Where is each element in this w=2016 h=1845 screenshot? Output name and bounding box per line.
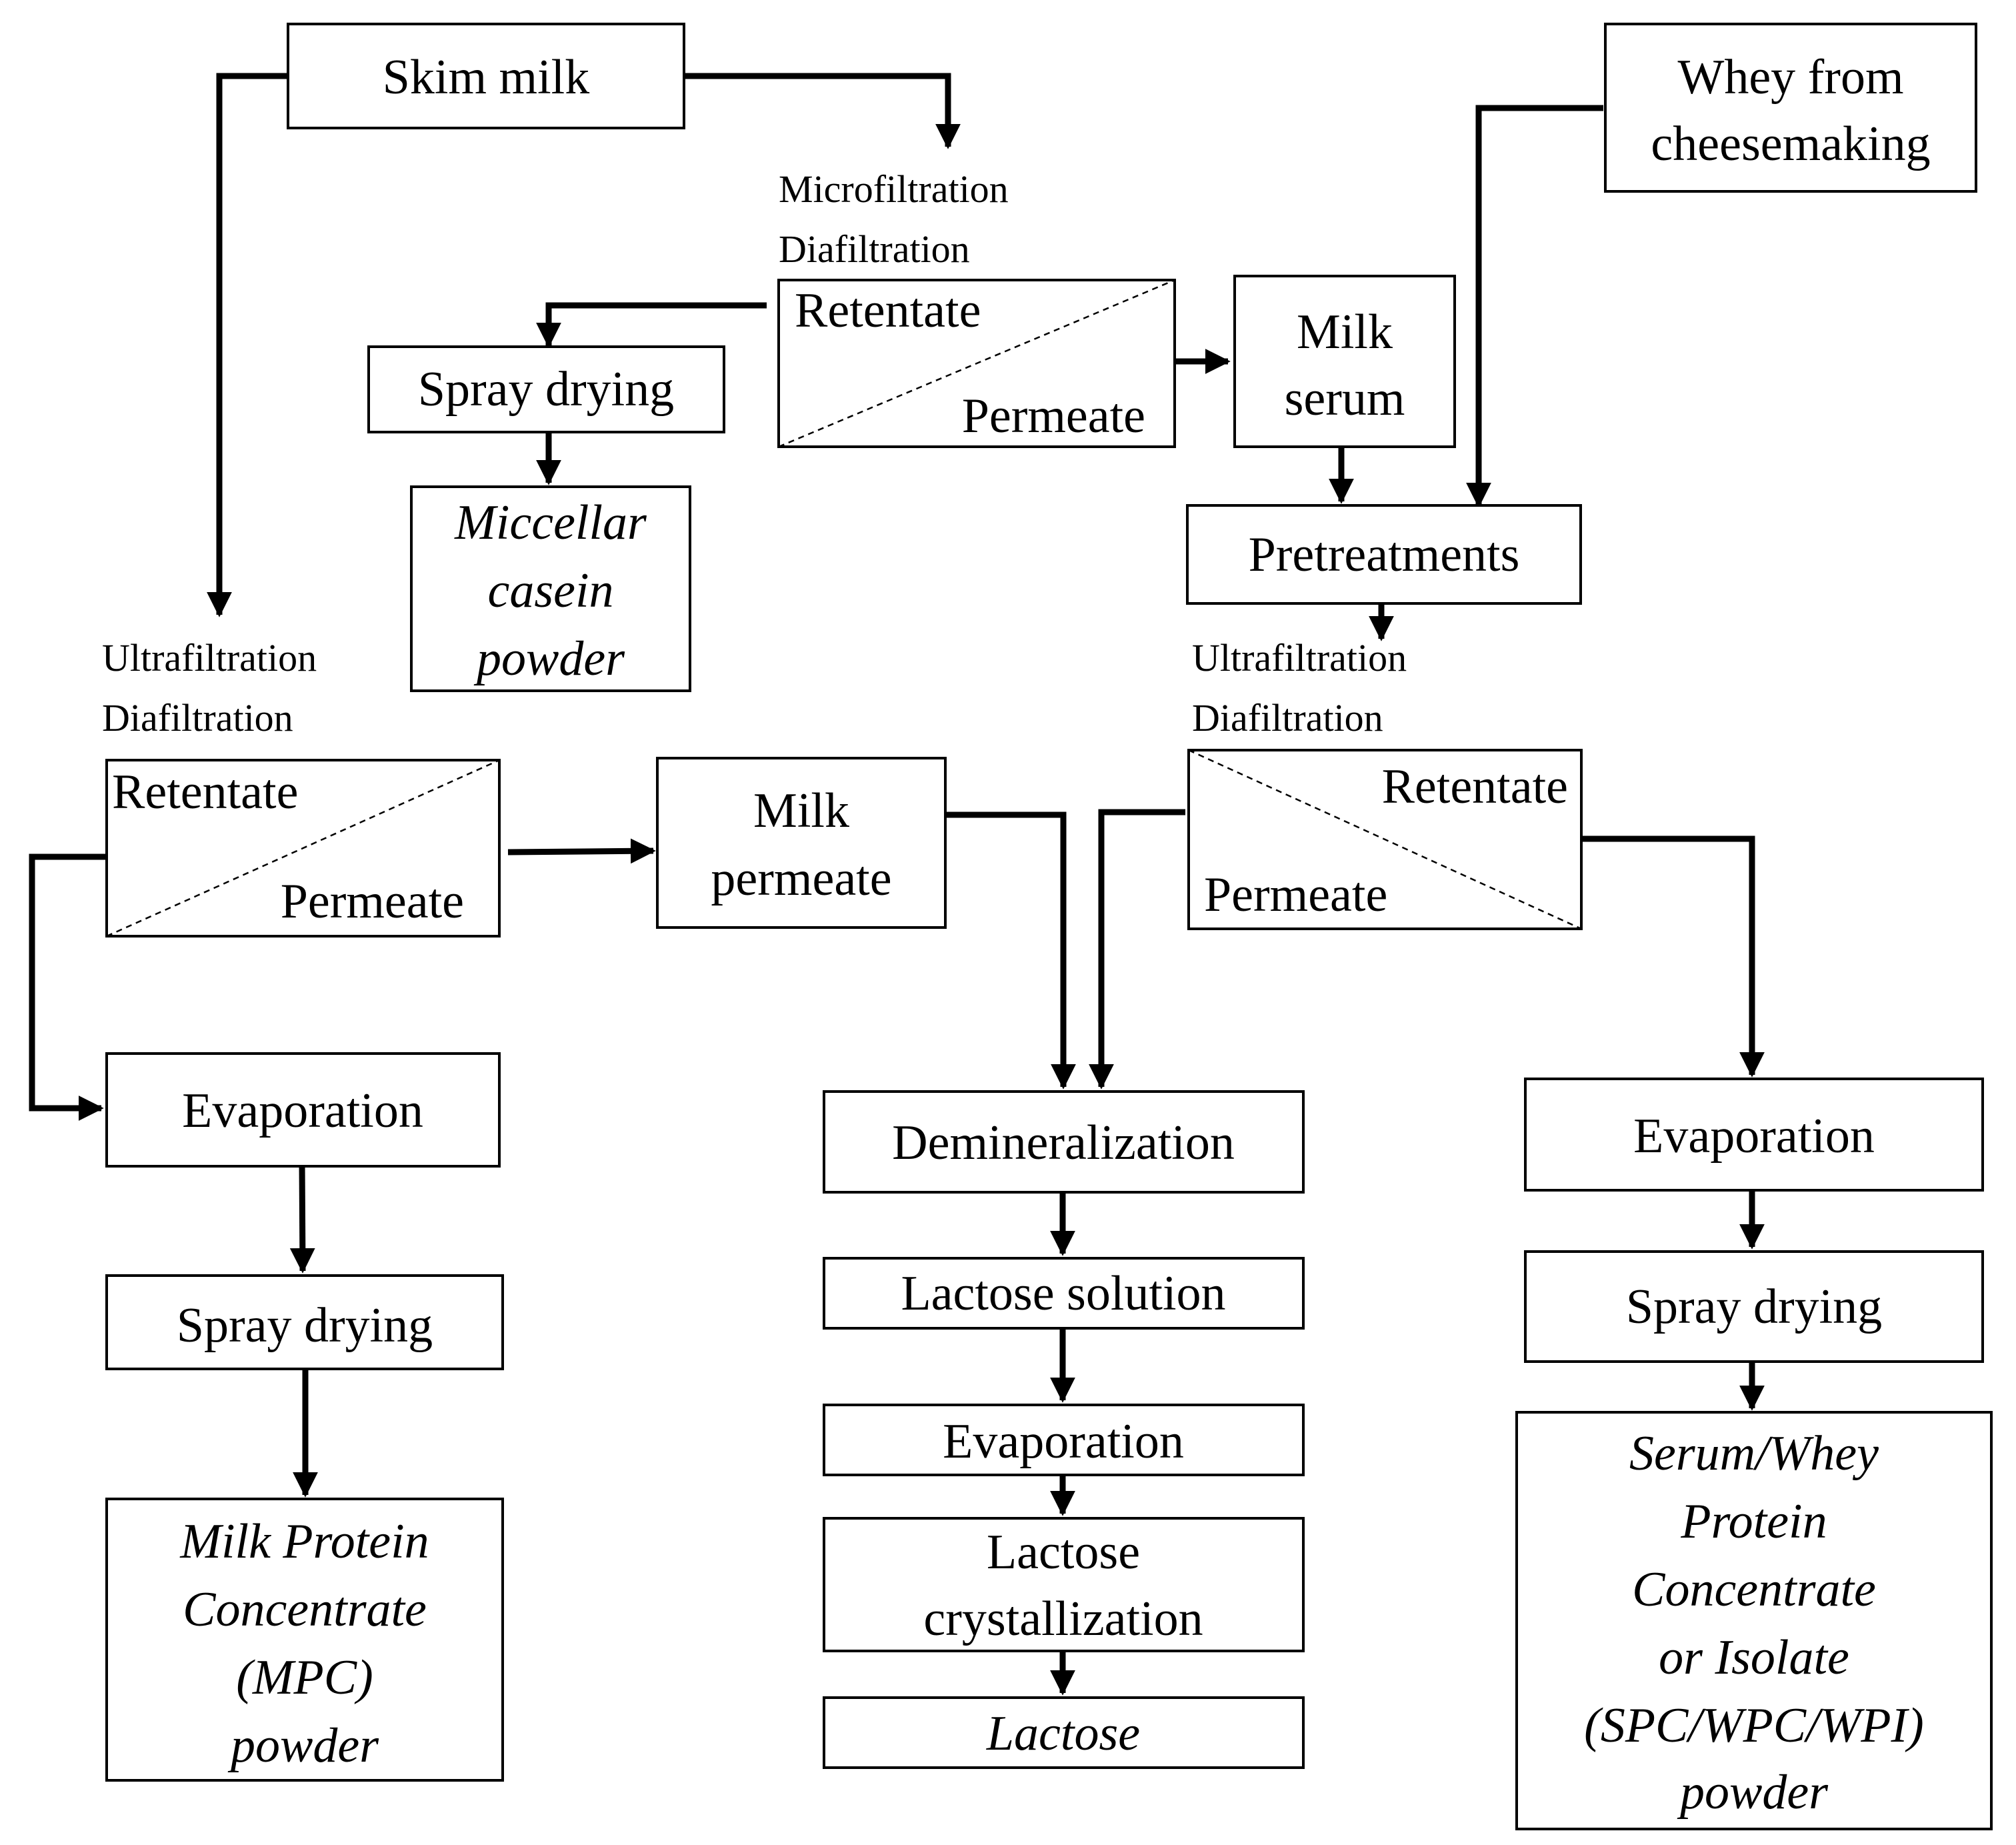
evaporation-left-label: Evaporation	[182, 1084, 423, 1138]
edge-uf-left-retentate-to-evaporation	[29, 853, 110, 1121]
casein-powder-line-2: casein	[487, 563, 613, 618]
uf-left-diafiltration-label: Diafiltration	[102, 696, 293, 739]
pretreatments-label: Pretreatments	[1249, 527, 1520, 582]
mf-permeate-label: Permeate	[962, 389, 1145, 443]
evaporation-right-label: Evaporation	[1633, 1109, 1875, 1164]
whey-from-cheesemaking-box: Whey from cheesemaking	[1604, 23, 1977, 193]
spray-drying-left-label: Spray drying	[177, 1298, 433, 1353]
milk-serum-box: Milk serum	[1233, 275, 1456, 448]
mpc-line-1: Milk Protein	[179, 1514, 429, 1569]
mpc-line-2: Concentrate	[183, 1582, 427, 1637]
evaporation-middle-label: Evaporation	[943, 1414, 1184, 1469]
spc-line-4: or Isolate	[1659, 1630, 1849, 1685]
edge-evaporation-to-spray-drying-left	[289, 1163, 315, 1274]
skim-milk-box: Skim milk	[287, 23, 685, 129]
miccellar-casein-powder-box: Miccellar casein powder	[410, 485, 691, 692]
edge-uf-right-retentate-to-evaporation	[1575, 835, 1765, 1078]
evaporation-right-box: Evaporation	[1524, 1078, 1984, 1192]
crystallization-line-2: crystallization	[923, 1592, 1203, 1646]
spc-line-2: Protein	[1680, 1494, 1827, 1549]
microfiltration-label: Microfiltration	[779, 167, 1009, 211]
edge-uf-left-permeate-to-milk-permeate	[507, 838, 656, 864]
ultrafiltration-right-separation-box: Retentate Permeate	[1187, 749, 1583, 930]
uf-right-diafiltration-label: Diafiltration	[1192, 696, 1383, 739]
separation-divider	[778, 279, 1175, 448]
lactose-crystallization-box: Lactose crystallization	[823, 1517, 1305, 1652]
spray-drying-left-box: Spray drying	[105, 1274, 504, 1370]
spc-line-3: Concentrate	[1632, 1562, 1876, 1617]
mpc-powder-box: Milk Protein Concentrate (MPC) powder	[105, 1498, 504, 1782]
pretreatments-box: Pretreatments	[1186, 504, 1582, 605]
spc-line-5: (SPC/WPC/WPI)	[1584, 1698, 1924, 1753]
microfiltration-diafiltration-label: Diafiltration	[779, 227, 970, 271]
uf-right-retentate-label: Retentate	[1382, 759, 1568, 814]
edge-uf-right-permeate-to-demineralization	[1089, 809, 1185, 1090]
milk-serum-line-1: Milk	[1297, 305, 1393, 359]
spc-line-1: Serum/Whey	[1629, 1426, 1879, 1481]
edge-skim-milk-to-microfiltration	[683, 73, 961, 149]
crystallization-line-1: Lactose	[987, 1525, 1140, 1580]
spc-line-6: powder	[1677, 1765, 1829, 1820]
uf-right-label: Ultrafiltration	[1192, 636, 1407, 679]
mpc-line-3: (MPC)	[236, 1650, 373, 1705]
lactose-box: Lactose	[823, 1696, 1305, 1769]
edge-whey-to-pretreatments	[1466, 105, 1603, 508]
spray-drying-casein-label: Spray drying	[418, 362, 674, 417]
skim-milk-label: Skim milk	[383, 50, 589, 105]
demineralization-label: Demineralization	[892, 1116, 1235, 1170]
spc-wpc-wpi-powder-box: Serum/Whey Protein Concentrate or Isolat…	[1515, 1411, 1993, 1830]
casein-powder-line-3: powder	[473, 631, 625, 686]
lactose-label: Lactose	[986, 1706, 1140, 1761]
mf-retentate-label: Retentate	[795, 283, 981, 338]
milk-serum-line-2: serum	[1285, 371, 1405, 426]
microfiltration-separation-box: Retentate Permeate	[777, 279, 1176, 448]
edge-mf-retentate-to-spray-drying	[536, 302, 767, 348]
ultrafiltration-right-step-label: Ultrafiltration Diafiltration	[1192, 636, 1407, 739]
ultrafiltration-left-separation-box: Retentate Permeate	[105, 759, 501, 938]
spray-drying-casein-box: Spray drying	[367, 345, 725, 433]
spray-drying-right-label: Spray drying	[1626, 1280, 1882, 1334]
uf-right-permeate-label: Permeate	[1204, 867, 1387, 922]
uf-right-divider	[1188, 749, 1582, 930]
lactose-solution-box: Lactose solution	[823, 1257, 1305, 1330]
uf-left-label: Ultrafiltration	[102, 636, 317, 679]
connectors	[29, 73, 1765, 1696]
whey-label-line-1: Whey from	[1677, 50, 1903, 105]
uf-left-divider	[106, 759, 500, 938]
milk-permeate-line-1: Milk	[753, 783, 849, 838]
mpc-line-4: powder	[227, 1718, 379, 1773]
evaporation-left-box: Evaporation	[105, 1052, 501, 1168]
spray-drying-right-box: Spray drying	[1524, 1250, 1984, 1363]
uf-left-retentate-label: Retentate	[112, 765, 298, 819]
demineralization-box: Demineralization	[823, 1090, 1305, 1194]
whey-label-line-2: cheesemaking	[1651, 117, 1930, 171]
lactose-solution-label: Lactose solution	[901, 1266, 1225, 1321]
milk-permeate-line-2: permeate	[711, 851, 891, 906]
microfiltration-step-label: Microfiltration Diafiltration	[779, 167, 1009, 271]
evaporation-middle-box: Evaporation	[823, 1404, 1305, 1476]
milk-permeate-box: Milk permeate	[656, 757, 947, 929]
casein-powder-line-1: Miccellar	[454, 495, 647, 550]
edge-milk-permeate-to-demineralization	[945, 811, 1076, 1090]
uf-left-permeate-label: Permeate	[281, 874, 464, 929]
edge-skim-milk-to-ultrafiltration-left	[207, 73, 287, 617]
ultrafiltration-left-step-label: Ultrafiltration Diafiltration	[102, 636, 317, 739]
